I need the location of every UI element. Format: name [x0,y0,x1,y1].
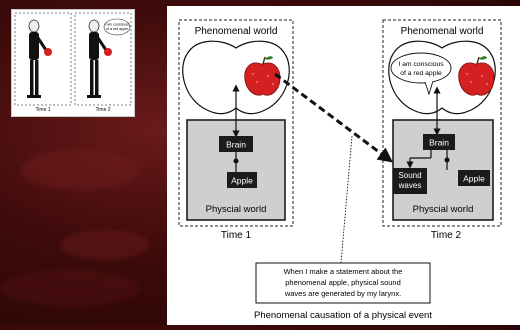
thumbnail-image: Time 1 I am conscious of a red apple Tim… [11,9,135,117]
background-texture [60,230,150,260]
time2-brain-label: Brain [429,138,449,148]
background-texture [0,270,140,306]
time2-label: Time 2 [431,230,462,241]
time1-link-dot [234,159,239,164]
time2-sound-label-line-2: waves [398,181,422,190]
note-pointer-line [341,136,352,263]
thumbnail-speech-line-1: I am conscious [105,23,129,27]
time2-apple-label: Apple [463,174,485,184]
diagram: Phenomenal world Brain Apple Physcial wo… [167,6,520,325]
thumbnail-speech-line-2: of a red apple [106,27,128,31]
background-texture [20,150,140,190]
time1-phenomenal-title: Phenomenal world [195,26,278,37]
thumbnail-apple-1 [44,48,52,56]
diagram-caption: Phenomenal causation of a physical event [254,310,432,321]
thumbnail-panel-1 [15,13,71,105]
time1-label: Time 1 [221,230,252,241]
time2-sound-label-line-1: Sound [398,171,421,180]
time2-speech-line-1: I am conscious [398,61,444,68]
thumbnail-apple-2 [104,48,112,56]
thumbnail-illustration: Time 1 I am conscious of a red apple Tim… [12,10,134,116]
time2-speech-line-2: of a red apple [400,70,442,77]
time1-physical-title: Physcial world [206,204,267,215]
time2-physical-title: Physcial world [413,204,474,215]
time1-apple-label: Apple [231,176,253,186]
time2-phenomenal-title: Phenomenal world [401,26,484,37]
time1-brain-label: Brain [226,140,246,150]
note-line-2: phenomenal apple, physical sound [285,278,401,287]
thumbnail-caption-2: Time 2 [95,107,110,113]
stick-figure-1 [27,20,52,98]
diagram-panel: Phenomenal world Brain Apple Physcial wo… [167,6,520,325]
time2-link-dot [445,158,450,163]
phenomenal-causation-arrow [275,74,387,158]
note-line-3: waves are generated by my larynx. [284,289,401,298]
note-line-1: When I make a statement about the [284,267,403,276]
thumbnail-caption-1: Time 1 [35,107,50,113]
